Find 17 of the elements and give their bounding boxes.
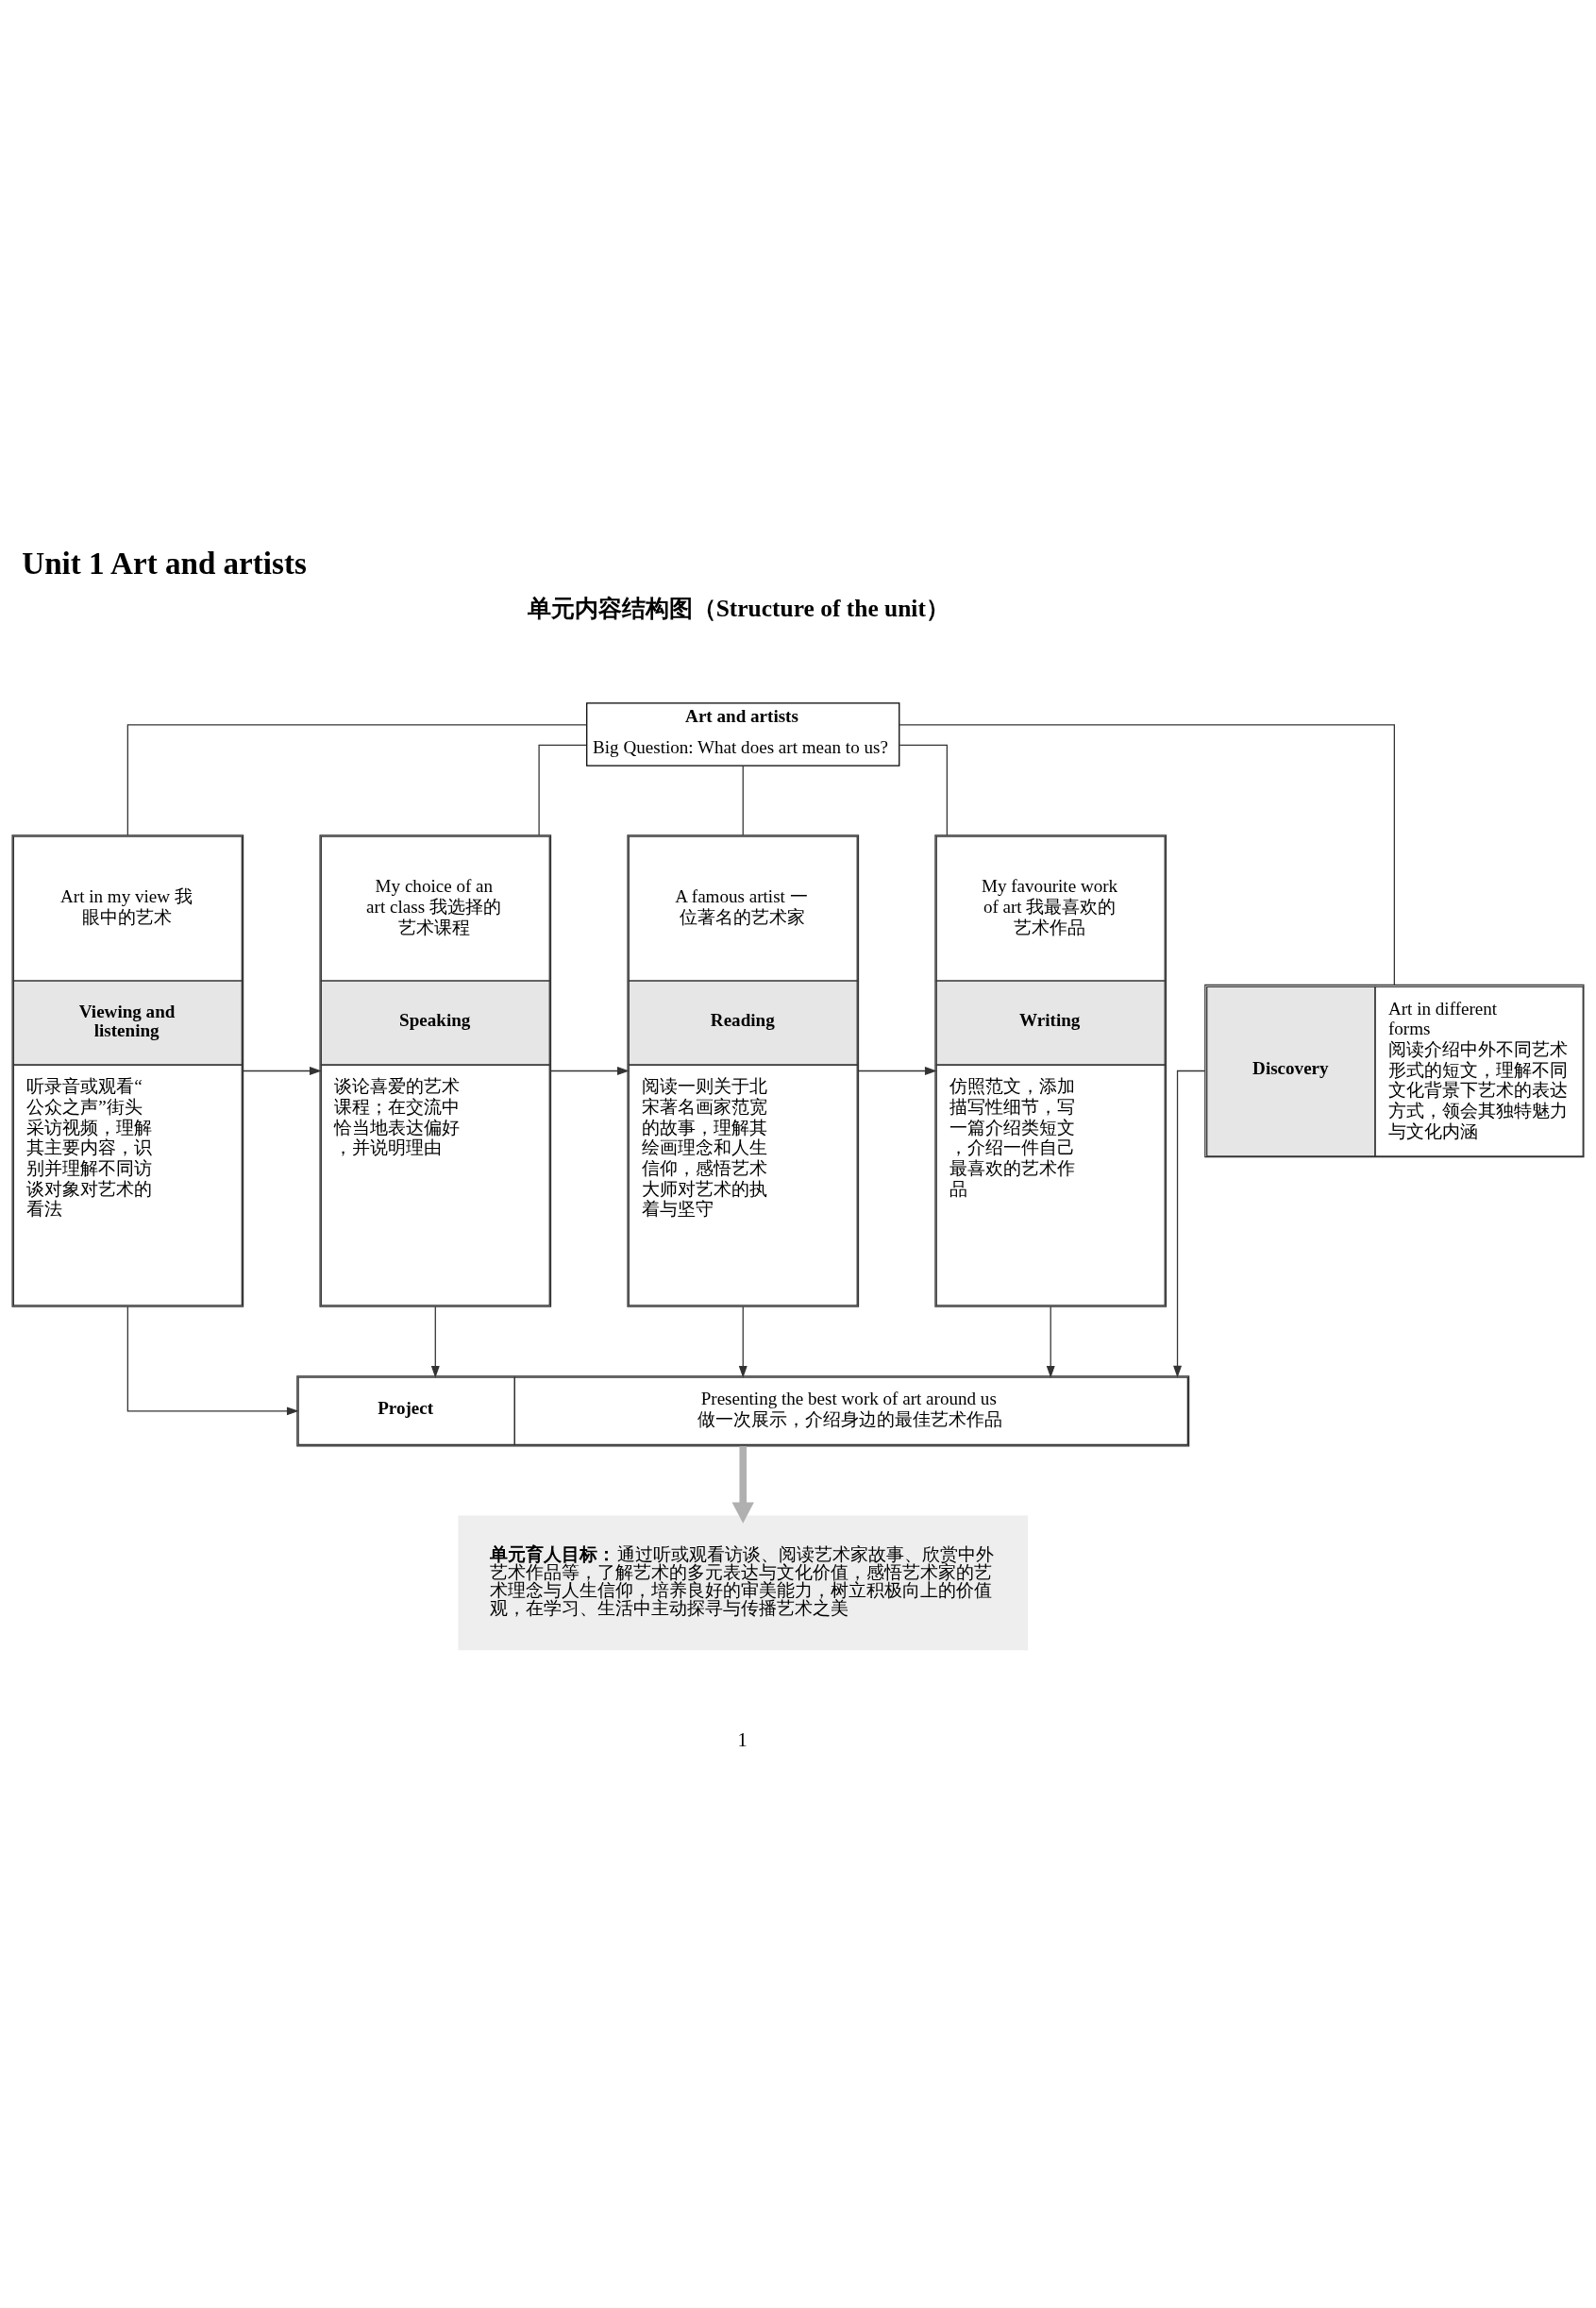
node-box: 单元育人目标：通过听或观看访谈、阅读艺术家故事、欣赏中外艺术作品等，了解艺术的多元表达与文化价值，感悟艺术家的艺术理念与人生信仰，培养良好的审美能力，树立积极向上的价值观，在学习、生活中主动探寻与传播艺术之美 — [458, 1515, 1028, 1650]
arrow — [738, 1306, 748, 1378]
diagram-title: Unit 1 Art and artists — [22, 546, 307, 581]
connector — [899, 744, 948, 835]
arrow — [549, 1066, 630, 1075]
arrow — [126, 1306, 299, 1415]
arrow — [243, 1066, 322, 1075]
connector — [126, 723, 588, 835]
arrow — [1046, 1306, 1055, 1378]
node-box: Art and artists Big Question: What does art mean to us? — [586, 701, 900, 767]
label: 1 — [737, 1728, 748, 1750]
connector — [538, 744, 587, 835]
arrow — [857, 1066, 937, 1075]
connector — [899, 723, 1395, 986]
label: 单元内容结构图（Structure of the unit） — [527, 594, 949, 622]
arrow — [430, 1306, 440, 1378]
connector — [742, 765, 744, 835]
